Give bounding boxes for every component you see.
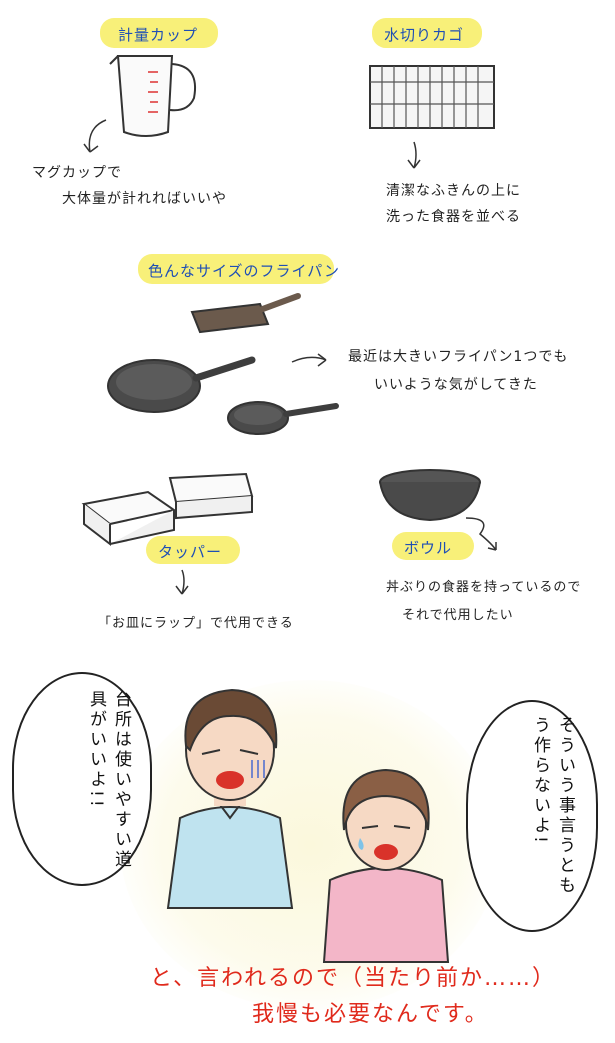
tupperware-label-highlight [146,536,240,564]
frying-pans-arrow-icon [291,353,327,367]
drain-basket-label-highlight [372,18,482,48]
caption-line1: と、言われるので（当たり前か……） [150,966,557,991]
bowl-arrow-icon [465,517,497,551]
measuring-cup-arrow-icon [83,119,107,153]
frying-pans-note-line1: 最近は大きいフライパン1つでも [348,349,569,365]
measuring-cup-illustration [109,55,196,137]
frying-pans-illustration [107,293,339,435]
bowl-label: ボウル [404,539,453,557]
bowl-note-line1: 丼ぶりの食器を持っているので [386,580,582,595]
tupperware-label: タッパー [158,543,223,561]
bowl-illustration [379,469,481,522]
woman-speech-bubble [466,700,598,932]
drain-basket-note-line2: 洗った食器を並べる [386,209,521,225]
tupperware-illustration [81,472,254,547]
drain-basket-arrow-icon [407,141,421,169]
bowl-label-highlight [392,532,474,560]
bowl-note-line2: それで代用したい [402,608,514,623]
measuring-cup-label-highlight [100,18,218,48]
drain-basket-note-line1: 清潔なふきんの上に [386,183,521,199]
woman-speech-text: そういう事言うともう作らないよ! [530,716,575,896]
man-figure [166,688,294,909]
tupperware-arrow-icon [175,569,189,595]
measuring-cup-label: 計量カップ [118,26,199,44]
man-speech-text: 台所は使いやすい道具がいいよ!! [86,690,131,870]
drain-basket-label: 水切りカゴ [384,26,465,44]
frying-pans-label-highlight [138,254,334,284]
tupperware-note: 「お皿にラップ」で代用できる [98,616,294,631]
frying-pans-label: 色んなサイズのフライパン [148,262,341,280]
man-speech-bubble [12,672,152,886]
drain-basket-illustration [369,65,495,129]
measuring-cup-note-line1: マグカップで [32,165,122,181]
frying-pans-note-line2: いいような気がしてきた [374,377,538,393]
woman-figure [322,768,450,963]
caption-line2: 我慢も必要なんです。 [252,1002,489,1027]
measuring-cup-note-line2: 大体量が計れればいいや [62,191,227,207]
